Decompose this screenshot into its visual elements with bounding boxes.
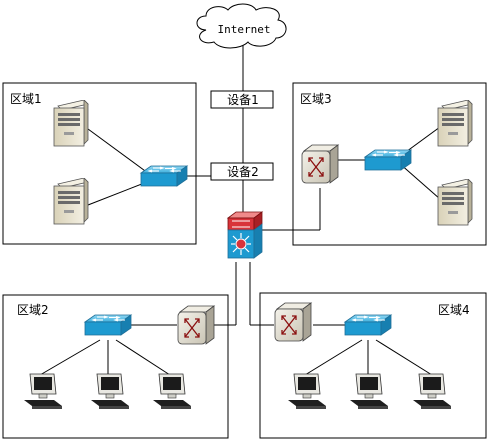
zone4-pc-1-icon [287,373,327,410]
zone4-pc-3-icon [412,373,452,410]
zone1-server-1-icon [53,100,89,147]
zone2-router-icon [177,305,215,345]
zone-4-label: 区域4 [438,303,470,317]
zone-1-box [2,82,197,245]
zone1-server-2-icon [53,178,89,225]
zone-2-box [2,294,229,439]
zone-4-box [259,292,487,439]
core-switch-icon [226,211,264,259]
link-server1-switch1 [87,128,153,177]
zone4-pc-2-icon [349,373,389,410]
device2-box [210,162,274,181]
zone-1-label: 区域1 [10,92,42,106]
zone2-pc-2-icon [90,373,130,410]
zone2-pc-1-icon [23,373,63,410]
link-switch4-pc3 [375,339,433,376]
internet-cloud-icon [196,3,287,49]
zone2-switch-icon [84,314,132,336]
device2-label: 设备2 [227,165,259,179]
device1-label: 设备1 [227,93,259,107]
zone3-server-2-icon [437,179,473,226]
zone3-server-1-icon [437,100,473,147]
link-switch2-pc3 [115,339,171,376]
zone4-router-icon [274,302,312,342]
zone4-switch-icon [344,314,392,336]
zone3-switch-icon [364,149,412,171]
device1-box [210,90,274,109]
zone-3-label: 区域3 [300,92,332,106]
zone1-switch-icon [140,165,188,187]
links [39,40,441,376]
zone2-pc-3-icon [152,373,192,410]
link-switch2-pc1 [39,339,101,376]
zone-2-label: 区域2 [17,303,49,317]
link-switch3-server4 [398,162,441,200]
internet-label: Internet [218,23,271,36]
zone3-router-icon [301,144,339,184]
link-switch4-pc1 [304,339,363,376]
zone-3-box [292,82,487,246]
